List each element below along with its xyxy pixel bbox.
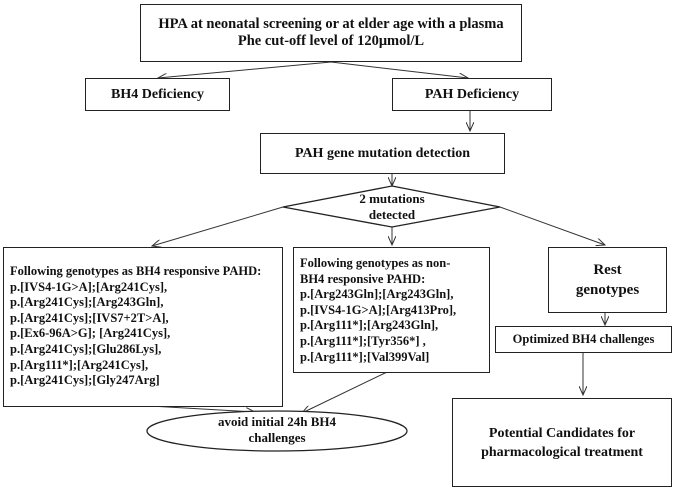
rest-genotypes-box: Rest genotypes xyxy=(548,247,667,313)
bh4-deficiency-box: BH4 Deficiency xyxy=(85,78,230,111)
arrow-to-rest xyxy=(499,206,605,245)
decision-line2: detected xyxy=(368,207,416,222)
pah-detection-box: PAH gene mutation detection xyxy=(260,133,505,174)
responsive-heading: Following genotypes as BH4 responsive PA… xyxy=(10,264,262,278)
genotype: p.[Arg111*];[Tyr356*] , xyxy=(300,333,426,348)
arrow-nonresponsive-to-avoid xyxy=(302,371,388,413)
arrow-to-pah xyxy=(330,61,468,78)
non-responsive-box: Following genotypes as non- BH4 responsi… xyxy=(293,247,490,373)
candidates-line2: pharmacological treatment xyxy=(481,444,643,460)
avoid-label: avoid initial 24h BH4 challenges xyxy=(160,414,394,446)
bh4-responsive-box: Following genotypes as BH4 responsive PA… xyxy=(3,247,283,407)
genotype: p.[Arg111*];[Arg241Cys], xyxy=(10,357,149,372)
decision-line1: 2 mutations xyxy=(359,191,425,206)
decision-diamond xyxy=(282,185,501,228)
candidates-line1: Potential Candidates for xyxy=(488,425,636,441)
genotype: p.[Arg241Cys];[Arg243Gln], xyxy=(10,295,164,310)
optimized-bh4-box: Optimized BH4 challenges xyxy=(495,326,672,353)
pah-deficiency-box: PAH Deficiency xyxy=(392,78,552,111)
genotype: p.[Arg241Cys];[IVS7+2T>A], xyxy=(10,310,169,325)
genotype: p.[Arg241Cys];[Gly247Arg] xyxy=(10,373,160,388)
genotype: p.[IVS4-1G>A];[Arg413Pro], xyxy=(300,302,457,317)
rest-line1: Rest xyxy=(593,262,622,278)
avoid-line2: challenges xyxy=(248,430,306,445)
genotype: p.[Arg111*];[Val399Val] xyxy=(300,349,430,364)
genotype: p.[Ex6-96A>G]; [Arg241Cys], xyxy=(10,326,171,341)
arrow-to-bh4 xyxy=(158,61,332,78)
avoid-line1: avoid initial 24h BH4 xyxy=(217,414,337,429)
hpa-screening-box: HPA at neonatal screening or at elder ag… xyxy=(140,4,522,62)
hpa-line1: HPA at neonatal screening or at elder ag… xyxy=(158,16,504,32)
arrow-responsive-to-avoid xyxy=(149,405,255,412)
decision-label: 2 mutations detected xyxy=(330,191,454,223)
candidates-box: Potential Candidates for pharmacological… xyxy=(452,398,672,487)
arrow-to-responsive xyxy=(152,206,284,246)
rest-line2: genotypes xyxy=(575,282,640,298)
non-responsive-heading1: Following genotypes as non- xyxy=(300,256,451,270)
genotype: p.[Arg241Cys];[Glu286Lys], xyxy=(10,341,162,356)
hpa-line2: Phe cut-off level of 120μmol/L xyxy=(237,33,425,49)
avoid-ellipse xyxy=(146,410,408,452)
genotype: p.[Arg111*];[Arg243Gln], xyxy=(300,318,439,333)
genotype: p.[IVS4-1G>A];[Arg241Cys], xyxy=(10,279,168,294)
non-responsive-heading2: BH4 responsive PAHD: xyxy=(300,271,426,286)
genotype: p.[Arg243Gln];[Arg243Gln], xyxy=(300,287,454,302)
